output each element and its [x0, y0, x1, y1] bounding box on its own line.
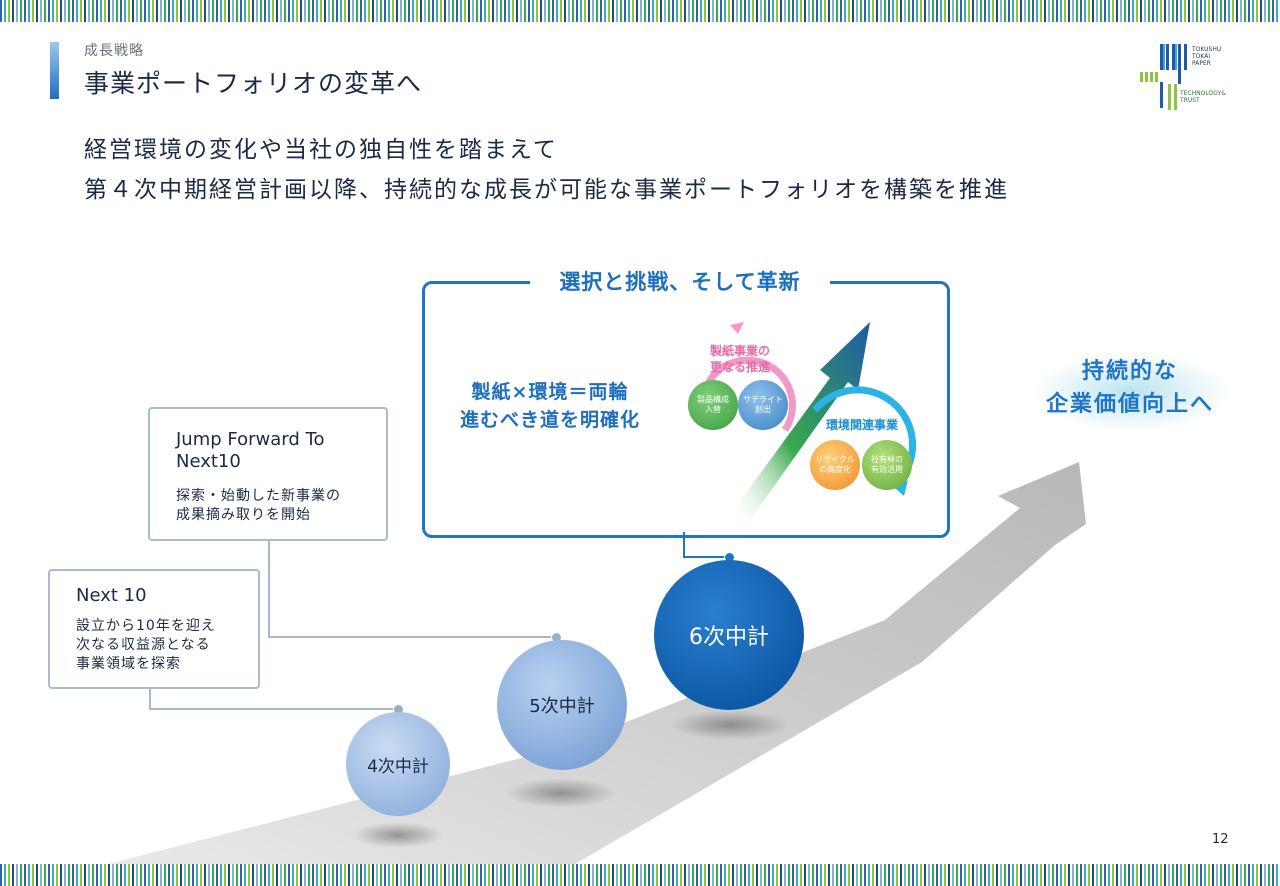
plan-5-label: 5次中計 — [529, 696, 595, 717]
product-mix-line-2: 入替 — [705, 405, 721, 414]
plan-6-shadow — [670, 710, 790, 740]
logo-tagline-2: TRUST — [1180, 97, 1200, 104]
jump-forward-desc-line-1: 探索・始動した新事業の — [176, 488, 341, 504]
breadcrumb: 成長戦略 — [84, 43, 144, 59]
connector-jump-h — [268, 636, 556, 638]
plan-5-shadow — [505, 778, 617, 808]
plan-4-shadow — [352, 822, 444, 848]
paper-cycle-label-2: 更なる推進 — [709, 360, 770, 374]
forest-line-2: 有効活用 — [871, 465, 903, 474]
plan-6-circle: 6次中計 — [654, 560, 804, 710]
logo-tagline: TECHNOLOGY& TRUST — [1180, 90, 1226, 104]
bottom-stripe-decoration — [0, 864, 1280, 886]
subtitle-line-1: 経営環境の変化や当社の独自性を踏まえて — [84, 137, 558, 163]
recycling-bubble: リサイクルの高度化 — [810, 440, 860, 490]
logo-wordmark: TOKUSHU TOKAI PAPER — [1192, 46, 1221, 67]
paper-cycle-label-1: 製紙事業の — [709, 344, 770, 358]
company-logo: TOKUSHU TOKAI PAPER TECHNOLOGY& TRUST — [1140, 42, 1240, 112]
logo-mark-icon — [1140, 44, 1187, 110]
next10-title: Next 10 — [76, 585, 147, 606]
env-cycle-arrow-icon — [895, 480, 908, 496]
connector-next10 — [149, 686, 151, 710]
top-stripe-decoration — [0, 0, 1280, 22]
recycling-line-1: リサイクル — [815, 455, 855, 464]
next10-desc-line-2: 次なる収益源となる — [76, 637, 211, 653]
jump-forward-title-2: Next10 — [176, 451, 241, 472]
goal-line-2: 企業価値向上へ — [1045, 392, 1214, 417]
forest-line-1: 社有林の — [871, 455, 903, 464]
growth-arrow-icon — [730, 322, 870, 520]
jump-forward-desc: 探索・始動した新事業の 成果摘み取りを開始 — [176, 487, 341, 525]
product-mix-line-1: 製品構成 — [697, 395, 729, 404]
satellite-bubble: サテライト創出 — [738, 380, 788, 430]
jump-forward-title-1: Jump Forward To — [176, 429, 325, 450]
innovation-desc-line-1: 製紙×環境＝両輪 — [471, 381, 629, 403]
plan-4-label: 4次中計 — [367, 756, 429, 777]
connector-jump — [268, 539, 270, 638]
jump-forward-title: Jump Forward To Next10 — [176, 429, 324, 473]
next10-desc-line-3: 事業領域を探索 — [76, 656, 181, 672]
goal-text: 持続的な 企業価値向上へ — [1020, 355, 1240, 421]
header-accent-bar — [50, 42, 59, 99]
jump-forward-box: Jump Forward To Next10 探索・始動した新事業の 成果摘み取… — [148, 407, 388, 541]
env-cycle-label: 環境関連事業 — [825, 418, 898, 432]
next10-box: Next 10 設立から10年を迎え 次なる収益源となる 事業領域を探索 — [48, 569, 260, 689]
next10-desc: 設立から10年を迎え 次なる収益源となる 事業領域を探索 — [76, 617, 216, 674]
goal-glow — [1032, 352, 1232, 432]
plan-6-label: 6次中計 — [689, 625, 769, 650]
connector-innovation-h — [683, 556, 729, 558]
recycling-line-2: の高度化 — [818, 465, 851, 474]
subtitle-line-2: 第４次中期経営計画以降、持続的な成長が可能な事業ポートフォリオを構築を推進 — [84, 177, 1009, 203]
paper-cycle-label: 製紙事業の 更なる推進 — [695, 343, 785, 375]
plan-5-circle: 5次中計 — [497, 640, 627, 770]
page-number: 12 — [1212, 832, 1229, 847]
satellite-line-2: 創出 — [755, 405, 771, 414]
innovation-desc-line-2: 進むべき道を明確化 — [459, 409, 640, 431]
plan-4-circle: 4次中計 — [346, 712, 450, 816]
connector-innovation — [683, 532, 685, 558]
logo-line-1: TOKUSHU — [1192, 46, 1222, 53]
connector-next10-h — [149, 708, 399, 710]
logo-line-3: PAPER — [1192, 60, 1211, 67]
next10-desc-line-1: 設立から10年を迎え — [76, 618, 216, 634]
product-mix-bubble: 製品構成入替 — [688, 380, 738, 430]
goal-line-1: 持続的な — [1081, 359, 1178, 384]
logo-line-2: TOKAI — [1192, 53, 1211, 60]
innovation-title: 選択と挑戦、そして革新 — [530, 266, 830, 296]
paper-cycle-arrow-icon — [730, 322, 744, 334]
jump-forward-desc-line-2: 成果摘み取りを開始 — [176, 507, 311, 523]
logo-tagline-1: TECHNOLOGY& — [1180, 90, 1226, 97]
forest-bubble: 社有林の有効活用 — [862, 440, 912, 490]
innovation-desc: 製紙×環境＝両輪 進むべき道を明確化 — [440, 378, 660, 434]
page-title: 事業ポートフォリオの変革へ — [84, 69, 423, 98]
satellite-line-1: サテライト — [743, 395, 783, 404]
